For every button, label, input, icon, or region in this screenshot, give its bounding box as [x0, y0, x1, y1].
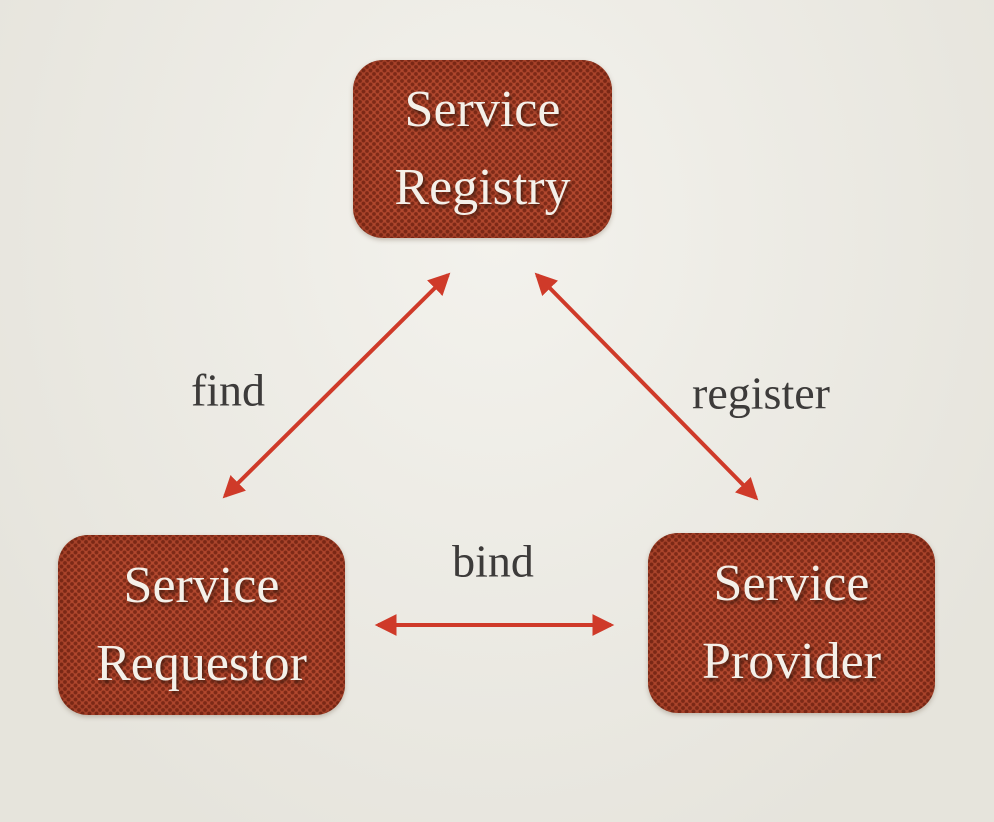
- node-service-registry: Service Registry: [353, 60, 612, 238]
- node-label-line: Service: [404, 81, 561, 138]
- node-label-line: Service: [123, 557, 280, 614]
- node-label-line: Provider: [701, 633, 882, 690]
- edge-label-find: find: [190, 364, 266, 416]
- node-label-line: Requestor: [96, 635, 307, 692]
- edge-label-bind: bind: [452, 535, 534, 587]
- node-label-line: Service: [713, 555, 870, 612]
- node-service-requestor: Service Requestor: [58, 535, 345, 715]
- node-label-line: Registry: [394, 159, 571, 216]
- edge-label-register: register: [692, 367, 830, 419]
- node-service-provider: Service Provider: [648, 533, 935, 713]
